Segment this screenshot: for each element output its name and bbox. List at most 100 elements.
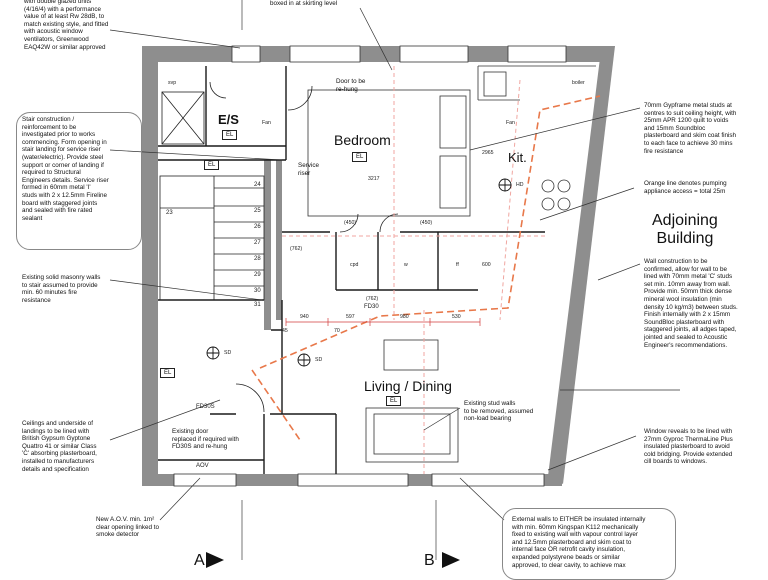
riser-wall — [276, 160, 282, 320]
orange-access-line-2 — [251, 369, 301, 441]
tag-fan-kit: Fan — [506, 120, 515, 126]
note-wall-construction: Wall construction to be confirmed, allow… — [644, 258, 738, 349]
window-n1 — [231, 45, 261, 63]
note-stair: Stair construction / reinforcement to be… — [22, 116, 109, 222]
tag-fd30s: FD30S — [196, 404, 215, 410]
dim-45: 45 — [282, 328, 288, 334]
shower-screen — [161, 91, 205, 145]
ensuite-walls — [158, 66, 287, 161]
hob-1 — [541, 179, 555, 193]
door-swings — [209, 81, 399, 413]
window-n2 — [289, 45, 361, 63]
window-s2 — [297, 473, 409, 487]
note-window-reveals: Window reveals to be lined with 27mm Gyp… — [644, 428, 733, 466]
leader-window — [547, 435, 637, 471]
bed-frame — [307, 89, 471, 217]
room-label-es: E/S — [218, 112, 239, 127]
window-n4 — [507, 45, 567, 63]
tag-el-es: EL — [222, 130, 238, 140]
section-a-arrow — [206, 552, 224, 568]
dim-600: 600 — [482, 262, 491, 268]
room-label-adjoining: Adjoining Building — [652, 212, 718, 247]
note-gypframe: 70mm Gypframe metal studs at centres to … — [644, 102, 737, 155]
ensuite-door-2 — [209, 81, 227, 99]
room-label-bedroom: Bedroom — [334, 132, 391, 148]
hob-4 — [557, 197, 571, 211]
stair-number-27: 27 — [254, 240, 261, 246]
leader-lines — [109, 7, 680, 521]
note-door-rehung: Door to be re-hung — [336, 78, 366, 93]
ensuite-door-swing — [287, 85, 313, 111]
note-cloud-stair — [16, 112, 142, 250]
internal-walls — [158, 66, 545, 474]
note-stud-walls: Existing stud walls to be removed, assum… — [464, 400, 534, 423]
tag-w: w — [404, 262, 408, 268]
hob-2 — [557, 179, 571, 193]
core-wall — [264, 320, 271, 330]
detector-kit-cross — [499, 179, 511, 191]
stair-number-23: 23 — [166, 210, 173, 216]
fire-boundary-lines — [282, 66, 545, 474]
leader-aov — [159, 477, 201, 521]
stair-number-28: 28 — [254, 256, 261, 262]
dim-2965: 2965 — [482, 150, 494, 156]
tag-el-bedroom: EL — [352, 152, 368, 162]
dim-tick-1 — [285, 318, 481, 326]
stair-number-25: 25 — [254, 208, 261, 214]
stair-number-29: 29 — [254, 272, 261, 278]
stair-number-24: 24 — [254, 182, 261, 188]
tag-svp: svp — [168, 80, 177, 86]
tag-el-core: EL — [160, 368, 176, 378]
window-n3 — [399, 45, 469, 63]
leader-orange — [539, 187, 635, 221]
section-mark-a: A — [194, 552, 205, 569]
tag-boiler: boiler — [572, 80, 585, 86]
note-masonry: Existing solid masonry walls to stair as… — [22, 274, 101, 304]
note-glazing: with double glazed units (4/16/4) with a… — [24, 0, 109, 51]
tag-hd: HD — [516, 182, 524, 188]
stair-number-30: 30 — [254, 288, 261, 294]
north-windows — [231, 45, 567, 63]
note-aov: New A.O.V. min. 1m² clear opening linked… — [96, 516, 160, 539]
pink-diagonal — [499, 79, 521, 321]
dim-940: 940 — [300, 314, 309, 320]
pillow-2 — [439, 155, 467, 209]
dim-530: 530 — [452, 314, 461, 320]
dim-450b: (450) — [420, 220, 433, 226]
dim-980: 980 — [400, 314, 409, 320]
stair-number-31: 31 — [254, 302, 261, 308]
bed — [307, 89, 471, 217]
note-service-riser: Service riser — [298, 162, 319, 177]
leader-masonry — [109, 279, 263, 301]
dim-597: 597 — [346, 314, 355, 320]
dim-762a: (762) — [290, 246, 303, 252]
tag-sd-stair: SD — [224, 350, 232, 356]
tag-cpd: cpd — [350, 262, 359, 268]
sink — [483, 71, 507, 97]
detector-core-cross — [298, 354, 310, 366]
window-s1 — [173, 473, 237, 487]
window-s3 — [431, 473, 545, 487]
staircase — [159, 175, 265, 301]
tag-sd-core: SD — [315, 357, 323, 363]
note-skirting: boxed in at skirting level — [270, 0, 338, 7]
tag-el-landing: EL — [204, 160, 220, 170]
living-furniture — [365, 339, 459, 463]
tag-fd30: FD30 — [364, 304, 379, 310]
leader-ceilings — [109, 399, 221, 441]
cupboard-walls — [335, 232, 478, 291]
dim-70: 70 — [334, 328, 340, 334]
detector-stair-cross — [207, 347, 219, 359]
tag-el-living: EL — [386, 396, 402, 406]
leader-wall — [597, 263, 641, 281]
south-windows — [173, 473, 545, 487]
shower-tray — [161, 91, 205, 145]
hob-3 — [541, 197, 555, 211]
leader-skirting — [359, 7, 393, 71]
stair-door-swing — [235, 383, 265, 413]
stair-treads — [160, 176, 264, 300]
dim-762b: (762) — [366, 296, 379, 302]
section-b-arrow — [442, 552, 460, 568]
dim-3217: 3217 — [368, 176, 380, 182]
